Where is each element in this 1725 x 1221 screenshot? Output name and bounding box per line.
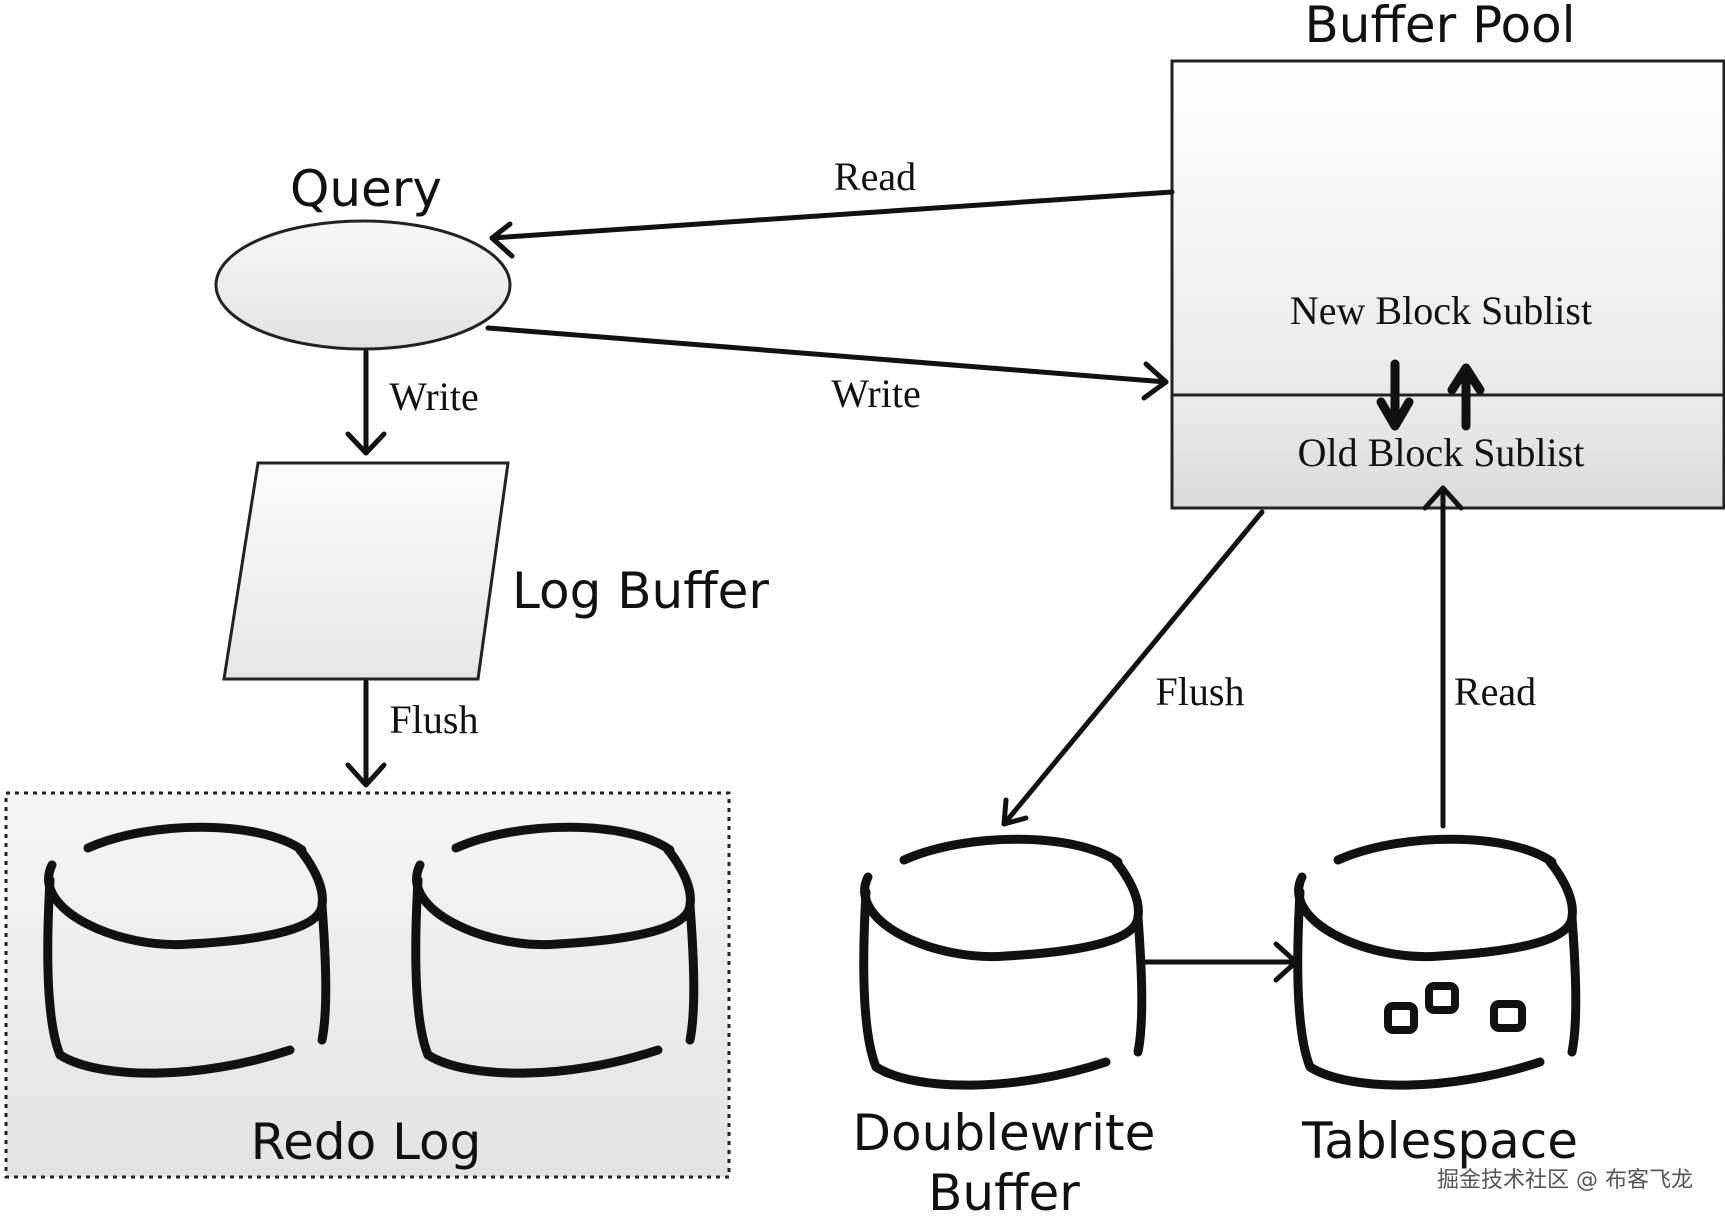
edge-buffer-to-doublewrite-label: Flush — [1156, 669, 1245, 714]
redo-log-group: Redo Log — [4, 791, 731, 1179]
edge-buffer-to-query: Read — [489, 154, 1175, 259]
watermark: 掘金技术社区 @ 布客飞龙 — [1437, 1168, 1693, 1193]
buffer-pool: Buffer Pool New Block Sublist Old Block … — [1170, 0, 1725, 510]
edge-log-to-redo: Flush — [345, 679, 479, 788]
tablespace-node: Tablespace — [1293, 834, 1581, 1170]
edge-doublewrite-to-tablespace — [1142, 941, 1299, 983]
doublewrite-label-line2: Buffer — [928, 1164, 1080, 1221]
log-buffer-node: Log Buffer — [222, 461, 769, 681]
edge-buffer-to-doublewrite: Flush — [1001, 509, 1265, 827]
tablespace-cylinder-icon — [1293, 834, 1581, 1090]
log-buffer-label: Log Buffer — [512, 562, 769, 620]
new-block-sublist-label: New Block Sublist — [1290, 288, 1592, 333]
redo-log-label: Redo Log — [251, 1113, 482, 1171]
edge-log-to-redo-label: Flush — [390, 697, 479, 742]
query-node: Query — [214, 160, 512, 351]
edge-query-to-log: Write — [345, 349, 479, 456]
edge-tablespace-to-buffer-label: Read — [1454, 669, 1536, 714]
old-block-sublist-label: Old Block Sublist — [1298, 430, 1585, 475]
redo-log-cylinder-icon — [411, 822, 699, 1078]
down-arrow-icon — [1376, 359, 1414, 431]
doublewrite-label-line1: Doublewrite — [853, 1104, 1156, 1162]
redo-log-cylinder-icon — [43, 822, 331, 1078]
up-arrow-icon — [1447, 363, 1485, 431]
query-label: Query — [290, 160, 442, 218]
edge-tablespace-to-buffer: Read — [1422, 485, 1536, 829]
tablespace-label: Tablespace — [1301, 1112, 1578, 1170]
edge-query-to-buffer: Write — [485, 325, 1169, 416]
buffer-pool-title: Buffer Pool — [1304, 0, 1575, 54]
edge-buffer-to-query-label: Read — [834, 154, 916, 199]
new-block-sublist-region — [1170, 59, 1725, 397]
doublewrite-cylinder-icon — [859, 834, 1147, 1090]
old-block-sublist-region — [1170, 393, 1725, 510]
doublewrite-buffer-node: Doublewrite Buffer — [853, 834, 1156, 1221]
edge-query-to-buffer-label: Write — [831, 371, 920, 416]
edge-query-to-log-label: Write — [389, 374, 478, 419]
